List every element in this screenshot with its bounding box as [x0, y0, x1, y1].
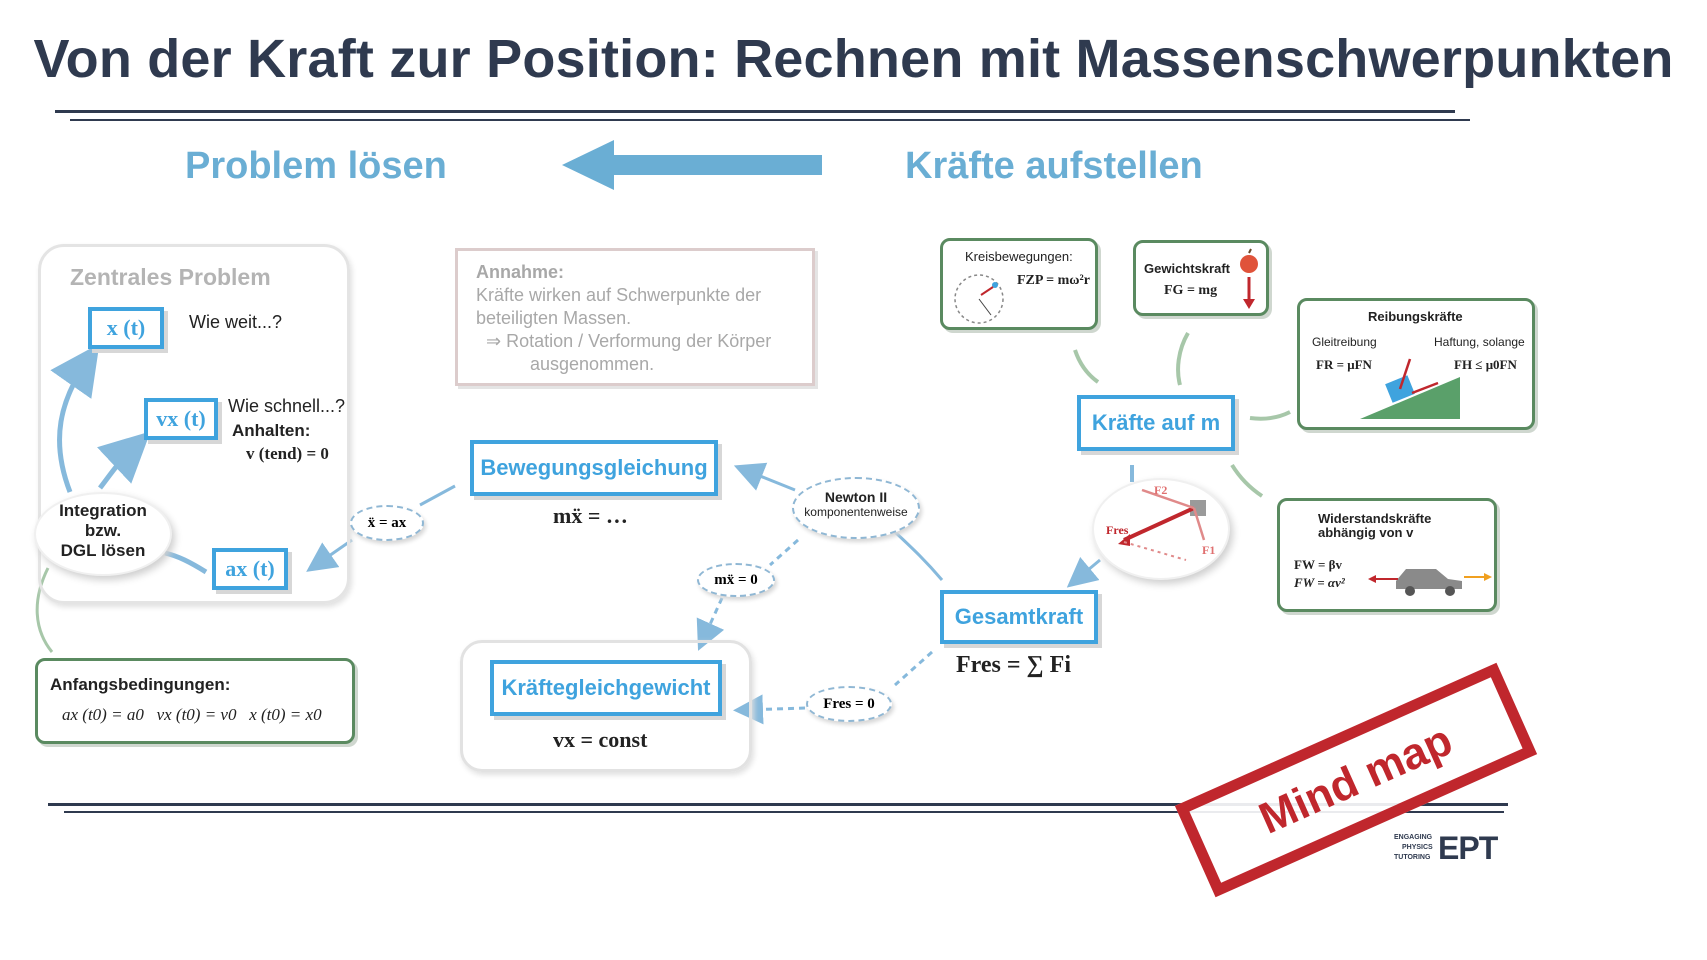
car-drag-icon [1368, 569, 1492, 596]
assumption-line-2: beteiligten Massen. [476, 308, 632, 328]
ept-logo-small-2: PHYSICS [1402, 844, 1433, 851]
arrow-to-x [50, 343, 100, 493]
circular-motion-icon [954, 274, 1004, 324]
newton-bubble: Newton II komponentenweise [792, 477, 920, 539]
widerstandskraefte-box: Widerstandskräfte abhängig von v FW = βv… [1277, 498, 1497, 612]
central-problem-panel [38, 244, 350, 604]
initial-conditions-label: Anfangsbedingungen: [50, 675, 231, 694]
kraeftegleichgewicht-box: Kräftegleichgewicht [490, 660, 722, 716]
top-rule-2 [70, 119, 1470, 121]
stop-equation: v (tend) = 0 [246, 444, 329, 463]
kraefte-auf-m-label: Kräfte auf m [1091, 410, 1221, 435]
mxdd-zero-label: mẍ = 0 [714, 572, 758, 588]
force-sum-illustration: F2 Fres F1 [1092, 478, 1230, 580]
ept-logo-small-1: ENGAGING [1394, 834, 1433, 841]
assumption-box: Annahme: Kräfte wirken auf Schwerpunkte … [455, 248, 815, 386]
incline-friction-icon [1360, 358, 1460, 419]
bottom-rule-2 [64, 811, 1504, 813]
gesamtkraft-equation: Fres = ∑ Fi [956, 652, 1071, 678]
initial-conditions-equation: ax (t0) = a0 vx (t0) = v0 x (t0) = x0 [62, 705, 322, 724]
central-problem-heading: Zentrales Problem [70, 264, 271, 290]
assumption-label: Annahme: [476, 262, 565, 282]
xdd-equals-ax-bubble: ẍ = ax [350, 505, 424, 541]
fres-zero-bubble: Fres = 0 [806, 686, 892, 722]
kreisbewegungen-title: Kreisbewegungen: [965, 249, 1073, 264]
assumption-line-4: ausgenommen. [530, 354, 655, 374]
x-of-t-box: x (t) [88, 307, 164, 349]
gewichtskraft-equation: FG = mg [1164, 283, 1218, 298]
x-of-t-label: x (t) [106, 315, 146, 340]
apple-weight-icon [1240, 248, 1258, 309]
ept-logo-text: EPT [1438, 830, 1498, 866]
integration-bubble: Integration bzw. DGL lösen [34, 492, 172, 576]
newton-line-2: komponentenweise [804, 505, 908, 519]
v-of-t-label: vx (t) [156, 406, 206, 431]
assumption-line-3: ⇒ Rotation / Verformung der Körper [486, 331, 772, 351]
gleitreibung-equation: FR = μFN [1316, 357, 1372, 372]
ept-logo: ENGAGING PHYSICS TUTORING EPT [1394, 830, 1504, 872]
widerstandskraefte-title: Widerstandskräfte [1318, 511, 1432, 526]
initial-conditions-box: Anfangsbedingungen: ax (t0) = a0 vx (t0)… [35, 658, 355, 744]
svg-text:F1: F1 [1202, 543, 1215, 557]
stop-label: Anhalten: [232, 421, 311, 440]
svg-text:F2: F2 [1154, 483, 1167, 497]
bewegungsgleichung-label: Bewegungsgleichung [480, 455, 708, 480]
kraeftegleichgewicht-equation: vx = const [553, 727, 648, 752]
a-of-t-box: ax (t) [212, 548, 288, 590]
newton-line-1: Newton II [824, 489, 888, 505]
top-rule-1 [55, 110, 1455, 113]
integration-line-3: DGL lösen [60, 541, 146, 560]
widerstand-equation-1: FW = βv [1294, 557, 1342, 572]
gewichtskraft-box: Gewichtskraft FG = mg [1133, 240, 1269, 316]
haftung-equation: FH ≤ μ0FN [1454, 357, 1517, 372]
section-kraefte-aufstellen: Kräfte aufstellen [905, 145, 1203, 187]
section-problem-loesen: Problem lösen [185, 145, 447, 187]
mxdd-zero-bubble: mẍ = 0 [697, 563, 775, 597]
gesamtkraft-box: Gesamtkraft [940, 590, 1098, 644]
arrow-to-v [97, 431, 151, 490]
gesamtkraft-label: Gesamtkraft [954, 604, 1084, 629]
force-vectors-icon: F2 Fres F1 [1106, 483, 1215, 561]
kraeftegleichgewicht-panel [460, 640, 752, 772]
widerstand-equation-2: FW = αv² [1294, 575, 1345, 590]
bewegungsgleichung-equation: mẍ = … [553, 503, 628, 528]
gleitreibung-label: Gleitreibung [1312, 335, 1377, 349]
kraefte-auf-m-box: Kräfte auf m [1077, 395, 1235, 451]
bewegungsgleichung-box: Bewegungsgleichung [470, 440, 718, 496]
v-of-t-box: vx (t) [144, 398, 218, 440]
widerstandskraefte-subtitle: abhängig von v [1318, 525, 1414, 540]
integration-line-1: Integration [59, 501, 147, 520]
haftung-label: Haftung, solange [1434, 335, 1525, 349]
how-fast-text: Wie schnell...? [228, 396, 346, 416]
link-initial [35, 567, 54, 653]
ept-logo-small-3: TUTORING [1394, 854, 1431, 861]
kreisbewegungen-equation: FZP = mω²r [1017, 273, 1090, 288]
bottom-rule-1 [48, 803, 1508, 806]
reibungskraefte-box: Reibungskräfte Gleitreibung Haftung, sol… [1297, 298, 1535, 430]
big-left-arrow [562, 140, 822, 190]
xdd-label: ẍ = ax [367, 515, 407, 531]
integration-line-2: bzw. [84, 521, 122, 540]
gewichtskraft-title: Gewichtskraft [1144, 261, 1230, 276]
assumption-line-1: Kräfte wirken auf Schwerpunkte der [476, 285, 762, 305]
kraeftegleichgewicht-label: Kräftegleichgewicht [501, 675, 711, 700]
arrow-bewegung-to-a [419, 484, 456, 507]
arrow-a-to-integration [164, 550, 208, 575]
kreisbewegungen-box: Kreisbewegungen: FZP = mω²r [940, 238, 1098, 330]
svg-text:Fres: Fres [1106, 523, 1129, 537]
page-title: Von der Kraft zur Position: Rechnen mit … [33, 29, 1674, 89]
a-of-t-label: ax (t) [225, 556, 275, 581]
reibungskraefte-title: Reibungskräfte [1368, 309, 1463, 324]
fres-zero-label: Fres = 0 [823, 696, 875, 712]
how-far-text: Wie weit...? [189, 312, 283, 332]
